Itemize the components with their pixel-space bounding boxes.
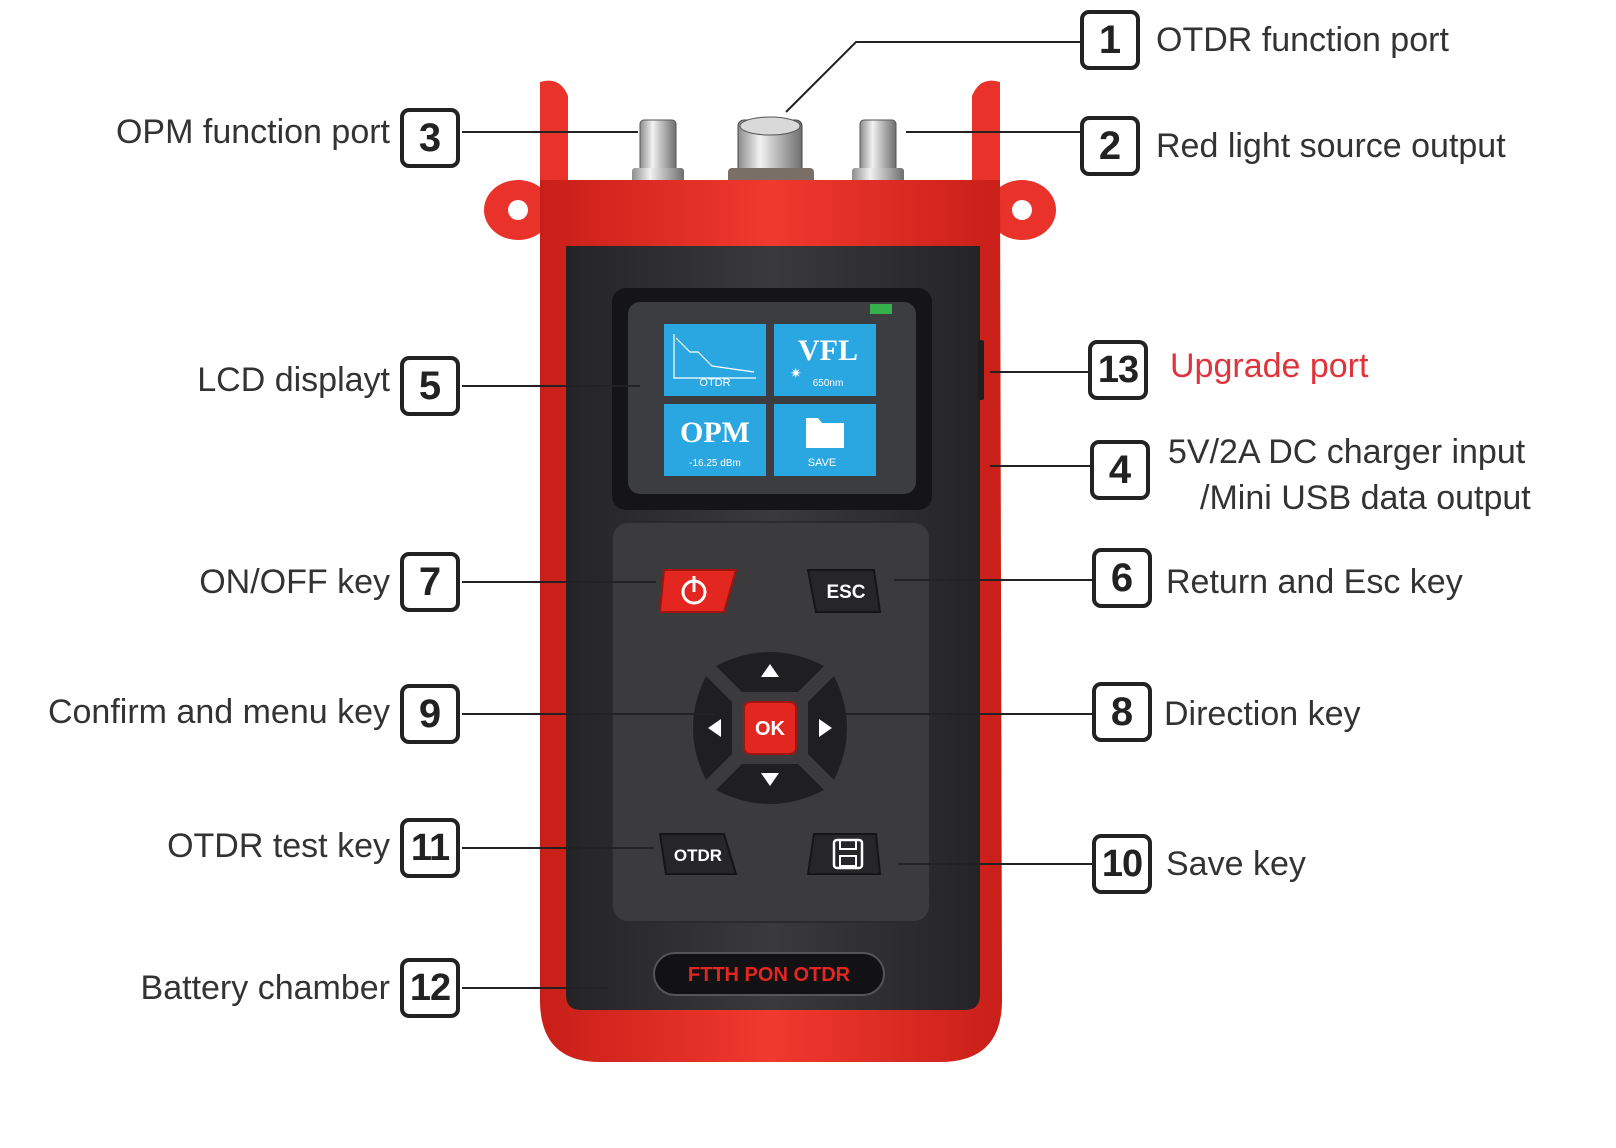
name-plate: [653, 952, 885, 996]
tile-caption-opm: -16.25 dBm: [689, 458, 741, 469]
callout-number-1: 1: [1080, 10, 1140, 70]
callout-label-11: OTDR test key: [167, 827, 390, 865]
battery-indicator: [870, 304, 892, 314]
callout-label-10: Save key: [1166, 845, 1306, 883]
screen-tile-opm: [664, 404, 766, 476]
arrow-right-icon: [819, 719, 832, 737]
callout-label-7: ON/OFF key: [199, 563, 390, 601]
callout-number-4: 4: [1090, 440, 1150, 500]
otdr-key-label: OTDR: [674, 846, 722, 865]
floppy-disk-icon: [832, 838, 864, 870]
opm-port-connector: [632, 119, 684, 184]
tile-caption-save: SAVE: [808, 457, 837, 469]
callout-label-3: OPM function port: [115, 113, 390, 151]
callout-label-4-line1: 5V/2A DC charger input: [1168, 433, 1526, 471]
folder-icon: [806, 418, 844, 448]
otdr-port-connector: [728, 116, 814, 186]
screen-tile-vfl: ✷: [774, 324, 876, 396]
power-key[interactable]: [658, 569, 738, 613]
tile-title-opm: OPM: [680, 416, 750, 449]
arrow-up-icon: [761, 664, 779, 677]
callout-label-13: Upgrade port: [1170, 347, 1369, 385]
name-plate-text: FTTH PON OTDR: [688, 964, 851, 986]
callout-label-9: Confirm and menu key: [47, 693, 390, 731]
callout-label-12: Battery chamber: [140, 969, 390, 1007]
callout-label-2: Red light source output: [1156, 127, 1506, 165]
direction-pad[interactable]: [693, 652, 847, 804]
tile-title-vfl: VFL: [798, 334, 858, 367]
tile-caption-vfl: 650nm: [813, 378, 844, 389]
callout-number-12: 12: [400, 958, 460, 1018]
callout-number-8: 8: [1092, 682, 1152, 742]
save-key[interactable]: [806, 833, 882, 875]
ok-key[interactable]: [743, 701, 797, 755]
esc-key[interactable]: [806, 569, 882, 613]
callout-label-8: Direction key: [1164, 695, 1361, 733]
star-burst-icon: ✷: [790, 365, 802, 381]
callout-label-4-line2: /Mini USB data output: [1200, 479, 1531, 517]
callout-number-13: 13: [1088, 340, 1148, 400]
arrow-down-icon: [761, 773, 779, 786]
otdr-key[interactable]: [658, 833, 738, 875]
callout-number-2: 2: [1080, 116, 1140, 176]
callout-label-1: OTDR function port: [1156, 21, 1449, 59]
callout-label-5: LCD displayt: [197, 361, 390, 399]
side-port-slot: [978, 340, 984, 400]
callout-number-7: 7: [400, 552, 460, 612]
callout-number-5: 5: [400, 356, 460, 416]
callout-number-6: 6: [1092, 548, 1152, 608]
callout-label-6: Return and Esc key: [1166, 563, 1463, 601]
callout-number-10: 10: [1092, 834, 1152, 894]
screen-tile-otdr: [664, 324, 766, 396]
callout-number-9: 9: [400, 684, 460, 744]
ok-key-label: OK: [755, 718, 786, 740]
screen-tile-save: [774, 404, 876, 476]
tile-caption-otdr: OTDR: [699, 377, 730, 389]
vfl-port-connector: [852, 119, 904, 184]
callout-number-11: 11: [400, 818, 460, 878]
arrow-left-icon: [708, 719, 721, 737]
esc-key-label: ESC: [826, 582, 865, 603]
callout-number-3: 3: [400, 108, 460, 168]
